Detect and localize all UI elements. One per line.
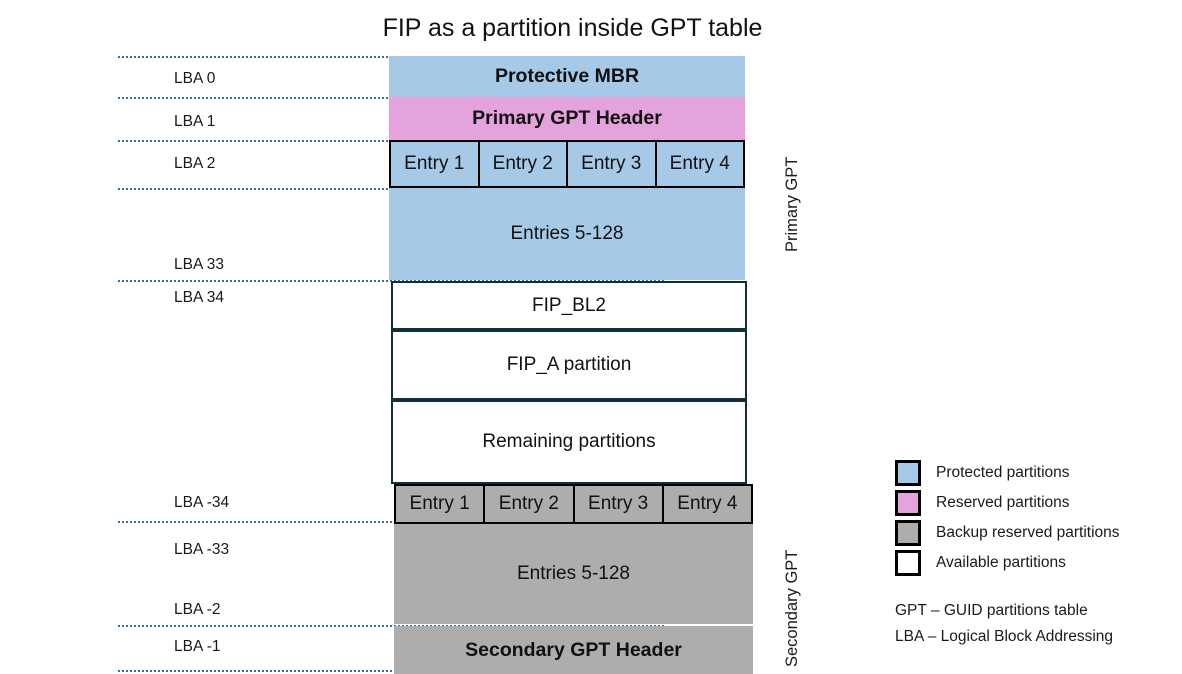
lba-label-n1: LBA -1 [174,638,221,655]
block-entries-5-128-secondary: Entries 5-128 [394,524,753,624]
block-fip-bl2: FIP_BL2 [391,281,747,330]
block-secondary-gpt-header: Secondary GPT Header [394,626,753,674]
page-title: FIP as a partition inside GPT table [382,14,763,42]
entry-cell-primary-2[interactable]: Entry 2 [477,140,568,188]
entry-cell-secondary-3[interactable]: Entry 3 [572,484,664,524]
guide-line [118,625,664,627]
block-protective-mbr: Protective MBR [389,56,745,97]
entry-row-primary: Entry 1 Entry 2 Entry 3 Entry 4 [389,140,745,188]
lba-label-33: LBA 33 [174,256,224,273]
legend-item-available: Available partitions [895,548,1120,578]
lba-label-n34: LBA -34 [174,494,230,511]
guide-line [118,670,664,672]
lba-label-0: LBA 0 [174,70,216,87]
side-label-secondary-gpt: Secondary GPT [783,549,801,667]
legend-swatch-backup-reserved [895,520,921,546]
legend-item-reserved: Reserved partitions [895,488,1120,518]
legend-label-reserved: Reserved partitions [936,494,1070,511]
entry-cell-primary-1[interactable]: Entry 1 [389,140,480,188]
block-primary-gpt-header: Primary GPT Header [389,97,745,140]
legend-swatch-protected [895,460,921,486]
footnote-lba: LBA – Logical Block Addressing [895,628,1113,645]
legend-item-backup-reserved: Backup reserved partitions [895,518,1120,548]
legend-item-protected: Protected partitions [895,458,1120,488]
entry-cell-secondary-4[interactable]: Entry 4 [661,484,753,524]
entry-row-secondary: Entry 1 Entry 2 Entry 3 Entry 4 [394,484,753,524]
block-fip-a-partition: FIP_A partition [391,330,747,400]
legend-label-protected: Protected partitions [936,464,1070,481]
entry-cell-primary-3[interactable]: Entry 3 [566,140,657,188]
lba-label-n2: LBA -2 [174,601,221,618]
entry-cell-secondary-1[interactable]: Entry 1 [394,484,486,524]
entry-cell-secondary-2[interactable]: Entry 2 [483,484,575,524]
legend-label-available: Available partitions [936,554,1066,571]
legend-swatch-reserved [895,490,921,516]
lba-label-n33: LBA -33 [174,541,230,558]
block-remaining-partitions: Remaining partitions [391,400,747,484]
guide-line [118,521,664,523]
entry-cell-primary-4[interactable]: Entry 4 [654,140,745,188]
footnote-gpt: GPT – GUID partitions table [895,602,1088,619]
legend-swatch-available [895,550,921,576]
legend: Protected partitions Reserved partitions… [895,458,1120,578]
legend-label-backup-reserved: Backup reserved partitions [936,524,1120,541]
lba-label-2: LBA 2 [174,155,216,172]
block-entries-5-128-primary: Entries 5-128 [389,188,745,280]
lba-label-34: LBA 34 [174,289,224,306]
lba-label-1: LBA 1 [174,113,216,130]
side-label-primary-gpt: Primary GPT [783,156,801,252]
